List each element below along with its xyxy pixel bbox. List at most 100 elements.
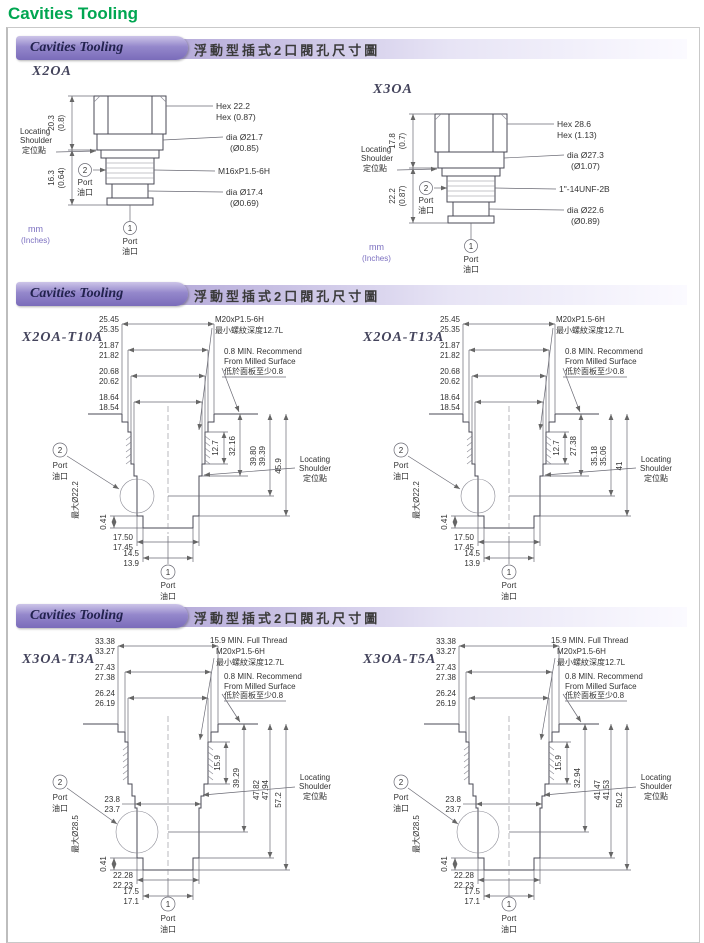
width-dim: 26.24 [436,689,457,698]
cartridge-outline [93,95,167,206]
port2-label-cn: 油口 [52,803,68,813]
locating-shoulder-label-cn: 定位點 [644,473,668,483]
width-dim: 17.45 [454,543,475,552]
banner-title: Cavities Tooling [16,604,188,628]
hex-dim-mm: Hex 28.6 [557,119,591,129]
banner-strip: 浮動型插式2口閥孔尺寸圖 [160,39,687,59]
cavity-figure: X3OA-T3A [18,632,348,938]
figure-title: X3OA [373,82,413,97]
width-dim: 23.7 [104,805,120,814]
units-inches: (Inches) [21,236,50,245]
port1-circle [501,564,517,580]
dimension-lines [55,95,224,221]
port1-label-en: Port [161,914,176,923]
width-dim: 27.38 [436,673,457,682]
width-dim: 33.27 [436,647,457,656]
port2-label-en: Port [419,196,434,205]
port2-number: 2 [83,166,88,175]
width-dim: 18.54 [440,403,461,412]
units-mm: mm [369,242,384,252]
banner-subtitle-cn: 浮動型插式2口閥孔尺寸圖 [194,288,381,304]
port1-label-cn: 油口 [122,246,138,256]
port1-label-cn: 油口 [160,591,176,601]
locating-shoulder-label-1: Locating [641,773,671,782]
depth-dim: 35.06 [599,445,608,466]
width-dim: 17.5 [123,887,139,896]
upper-length-in: (0.7) [398,132,407,149]
port1-circle [123,221,137,235]
port1-label-cn: 油口 [501,924,517,934]
depth-dim: 27.38 [569,435,578,456]
full-thread-callout: 15.9 MIN. Full Thread [551,636,628,645]
width-dim: 20.68 [99,367,120,376]
upper-length-in: (0.8) [57,114,66,131]
width-dim: 22.28 [454,871,475,880]
width-dim: 23.8 [104,795,120,804]
cavity-outline [88,406,258,534]
locating-shoulder-label-1: Locating [641,455,671,464]
bottom-dia-in: (Ø0.69) [230,198,259,208]
milled-surface-note-cn: 低於面板至少0.8 [224,366,284,376]
width-dim: 23.7 [445,805,461,814]
port2-number: 2 [424,184,429,193]
locating-shoulder-label-2: Shoulder [361,154,393,163]
max-port-dia: 最大Ø22.2 [411,481,421,519]
locating-shoulder-label-cn: 定位點 [303,473,327,483]
locating-shoulder-label-2: Shoulder [20,136,52,145]
cartridge-drawing: Hex 22.2 Hex (0.87) dia Ø21.7 (Ø0.85) M1… [20,95,270,256]
cavity-figures-row-x2oa: X2OA-T10A [8,310,699,602]
port1-label-en: Port [502,914,517,923]
port1-label-en: Port [123,237,138,246]
width-dim: 18.64 [99,393,120,402]
figure-title: X2OA-T13A [363,330,445,345]
banner-title-text: Cavities Tooling [30,286,124,301]
cavity-drawing: 33.38 33.27 27.43 27.38 26.24 26.19 23.8… [393,636,672,934]
port2-circle [419,181,433,195]
locating-shoulder-label-cn: 定位點 [22,145,46,155]
lower-length-mm: 16.3 [47,170,56,186]
port1-circle [160,896,176,912]
depth-dim: 39.80 [249,445,258,466]
locating-shoulder-label-cn: 定位點 [303,791,327,801]
top-dia-mm: dia Ø21.7 [226,132,263,142]
section-banner-2: 浮動型插式2口閥孔尺寸圖 Cavities Tooling [12,282,693,308]
port2-number: 2 [399,446,404,455]
cavity-figures-row-x3oa: X3OA-T3A [8,632,699,938]
milled-surface-note-cn: 低於面板至少0.8 [565,690,625,700]
chamfer-dim: 0.41 [440,856,449,872]
width-dim: 26.19 [95,699,116,708]
catalog-page: Cavities Tooling 浮動型插式2口閥孔尺寸圖 Cavities T… [0,4,704,943]
width-dim: 33.38 [95,637,116,646]
hex-dim-mm: Hex 22.2 [216,101,250,111]
lower-length-mm: 22.2 [388,188,397,204]
width-dim: 14.5 [464,549,480,558]
port1-number: 1 [166,568,171,577]
banner-title-text: Cavities Tooling [30,40,124,55]
lower-length-in: (0.64) [57,167,66,188]
depth-dim: 15.9 [554,755,563,771]
depth-dim: 35.18 [590,445,599,466]
page-title: Cavities Tooling [8,4,139,23]
thread-callout: M20xP1.5-6H [215,315,264,324]
hex-dim-in: Hex (0.87) [216,112,256,122]
catalog-sheet: 浮動型插式2口閥孔尺寸圖 Cavities Tooling X2OA [6,27,700,943]
port1-label-en: Port [464,255,479,264]
width-dim: 14.5 [123,549,139,558]
cavity-figure: X2OA-T10A [18,310,348,602]
cavity-figure: X2OA-T13A [359,310,689,602]
figure-title: X2OA [32,64,72,79]
width-dim: 23.8 [445,795,461,804]
dimension-lines [407,643,637,900]
cavity-outline [83,716,258,876]
depth-dim: 39.29 [232,767,241,788]
width-dim: 26.24 [95,689,116,698]
width-dim: 25.45 [99,315,120,324]
depth-dim: 41.53 [602,779,611,800]
units-mm: mm [28,224,43,234]
thread-depth-callout-cn: 最小螺紋深度12.7L [215,325,284,335]
port1-label-en: Port [161,581,176,590]
width-dim: 17.1 [123,897,139,906]
cavity-drawing: 33.38 33.27 27.43 27.38 26.24 26.19 23.8… [52,636,331,934]
depth-dim: 32.94 [573,767,582,788]
thread-depth-callout-cn: 最小螺紋深度12.7L [557,657,626,667]
